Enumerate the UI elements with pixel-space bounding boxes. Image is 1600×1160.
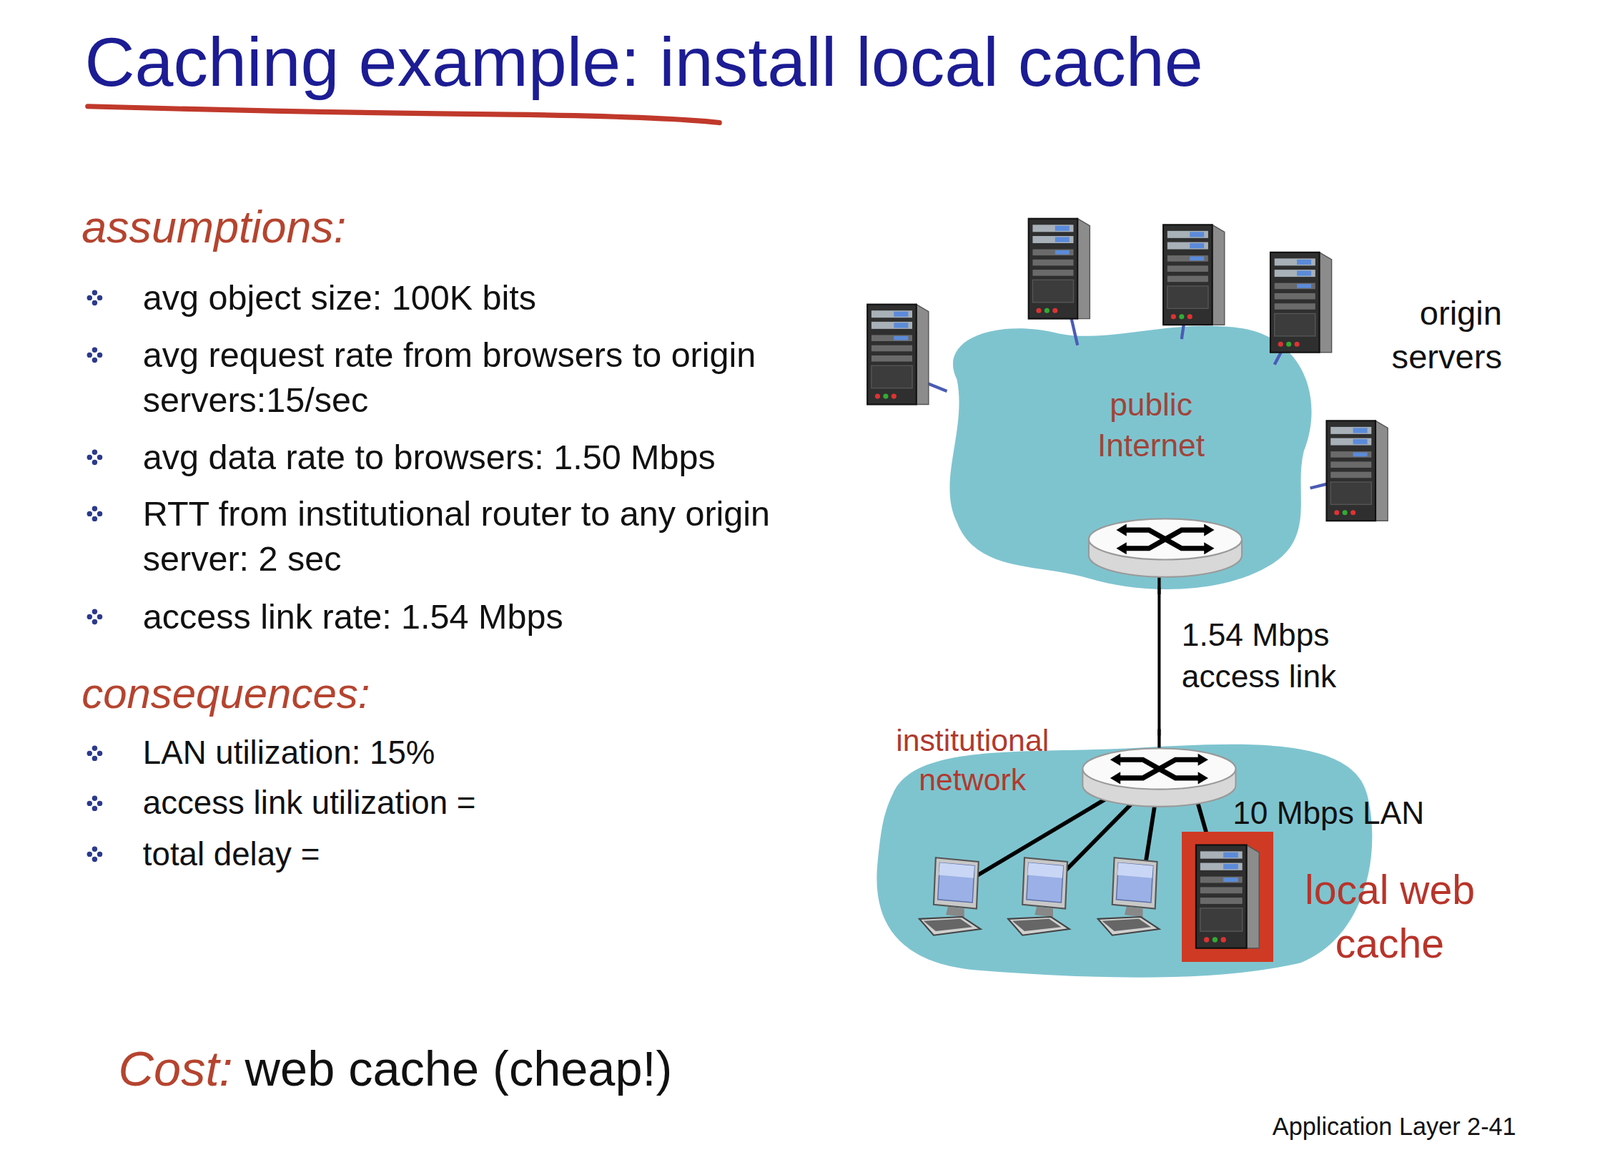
section-heading: consequences: bbox=[81, 665, 370, 722]
bullet-symbol bbox=[86, 744, 103, 762]
network-cloud: public Internet bbox=[936, 318, 1319, 590]
bullet-symbol bbox=[86, 346, 103, 364]
lan-label: 10 Mbps LAN bbox=[1232, 792, 1425, 834]
bullet-symbol bbox=[86, 505, 103, 522]
node-label: institutional network bbox=[877, 720, 1067, 800]
node-label: public Internet bbox=[1060, 383, 1241, 467]
server-icon bbox=[1193, 842, 1262, 951]
consequence-item: access link utilization = bbox=[142, 781, 477, 824]
assumption-item: access link rate: 1.54 Mbps bbox=[142, 594, 564, 640]
slide-title: Caching example: install local cache bbox=[84, 20, 1203, 104]
consequence-item: total delay = bbox=[142, 832, 320, 876]
section-heading: assumptions: bbox=[81, 198, 347, 257]
assumption-item: avg request rate from browsers to origin… bbox=[142, 332, 796, 423]
cost-text: web cache (cheap!) bbox=[245, 1036, 673, 1101]
bullet-symbol bbox=[86, 608, 103, 625]
slide-footer: Application Layer 2-41 bbox=[1272, 1110, 1517, 1143]
bullet-symbol bbox=[86, 794, 103, 812]
assumption-item: avg object size: 100K bits bbox=[142, 275, 537, 321]
bullet-symbol bbox=[86, 289, 103, 306]
cache-server-box: local web cache bbox=[1181, 831, 1274, 961]
node-label: local web cache bbox=[1287, 862, 1492, 969]
network-cloud: institutional networklocal web cache bbox=[872, 732, 1378, 975]
cost-label: Cost: bbox=[118, 1036, 234, 1101]
link-label: 1.54 Mbps access link bbox=[1181, 614, 1381, 697]
assumption-item: RTT from institutional router to any ori… bbox=[142, 491, 817, 582]
consequence-item: LAN utilization: 15% bbox=[142, 731, 436, 774]
bullet-symbol bbox=[86, 448, 103, 466]
origin-servers-label: origin servers bbox=[1349, 290, 1503, 379]
access-link-line bbox=[1157, 586, 1161, 736]
bullet-symbol bbox=[86, 845, 103, 863]
assumption-item: avg data rate to browsers: 1.50 Mbps bbox=[142, 434, 716, 480]
